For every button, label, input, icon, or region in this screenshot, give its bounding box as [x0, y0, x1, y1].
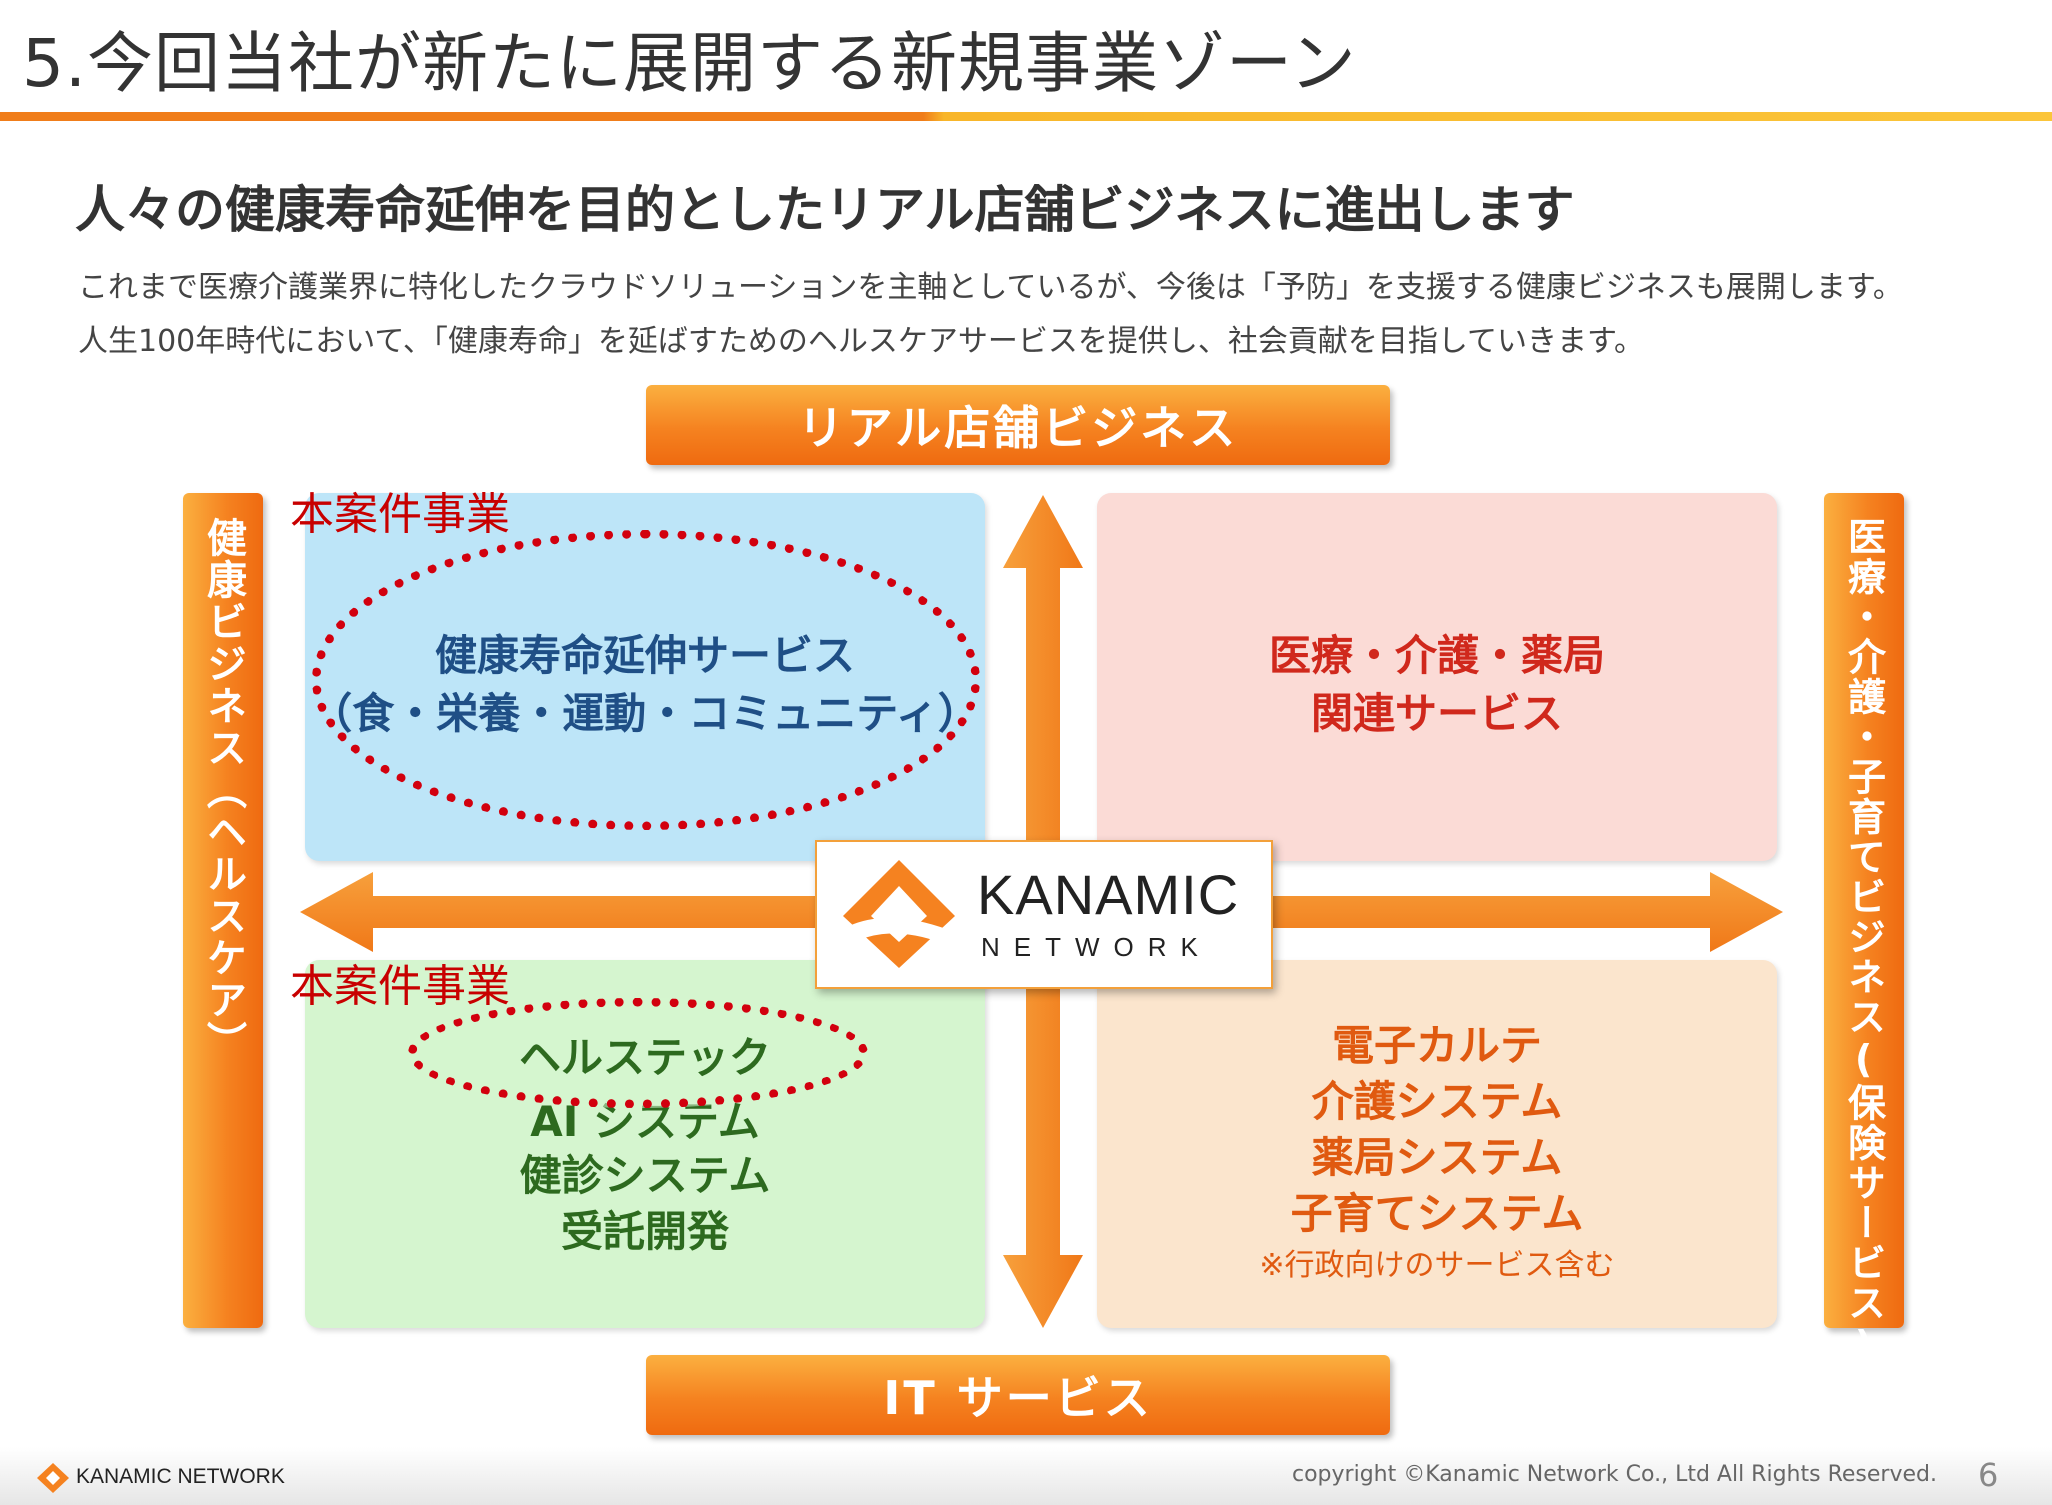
bl-item-1-overlay: ヘルステック: [518, 1033, 771, 1082]
description-line-1: これまで医療介護業界に特化したクラウドソリューションを主軸としているが、今後は「…: [78, 270, 1903, 305]
axis-right-label: 医療・介護・子育てビジネス(保険サービス): [1841, 517, 1886, 1369]
axis-bottom-it-service: IT サービス: [646, 1355, 1390, 1435]
title-underline: [0, 112, 2052, 121]
br-item-1: 電子カルテ: [1331, 1021, 1542, 1070]
tl-line-2: （食・栄養・運動・コミュニティ）: [310, 689, 980, 738]
br-item-4: 子育てシステム: [1290, 1189, 1584, 1238]
axis-left-label: 健康ビジネス（ヘルスケア）: [200, 517, 246, 1063]
center-logo: KANAMIC NETWORK: [815, 840, 1273, 989]
br-item-2: 介護システム: [1311, 1077, 1563, 1126]
project-label-top: 本案件事業: [290, 489, 510, 540]
quadrant-top-right: [1097, 493, 1777, 861]
axis-right-medical: 医療・介護・子育てビジネス(保険サービス): [1824, 493, 1904, 1369]
kanamic-logo-icon: [843, 860, 955, 968]
tl-line-1: 健康寿命延伸サービス: [434, 631, 855, 680]
bl-item-3: 健診システム: [519, 1151, 771, 1200]
br-note: ※行政向けのサービス含む: [1259, 1248, 1615, 1283]
tr-line-1: 医療・介護・薬局: [1268, 631, 1605, 680]
highlight-ellipse-bottom: [408, 998, 868, 1108]
logo-sub: NETWORK: [981, 932, 1212, 962]
description-line-2: 人生100年時代において、「健康寿命」を延ばすためのヘルスケアサービスを提供し、…: [78, 324, 1644, 359]
highlight-ellipse-top: [312, 530, 980, 830]
axis-left-healthcare: 健康ビジネス（ヘルスケア）: [183, 493, 263, 1328]
axis-top-real-store: リアル店舗ビジネス: [646, 385, 1390, 465]
br-item-3: 薬局システム: [1311, 1133, 1563, 1182]
footer: [0, 1447, 2052, 1505]
footer-copyright: copyright ©Kanamic Network Co., Ltd All …: [1292, 1462, 1937, 1487]
logo-name: KANAMIC: [977, 863, 1240, 926]
quadrant-bottom-right: [1097, 960, 1777, 1328]
slide-subtitle: 人々の健康寿命延伸を目的としたリアル店舗ビジネスに進出します: [75, 181, 1575, 239]
project-label-bottom: 本案件事業: [290, 961, 510, 1012]
page-number: 6: [1978, 1456, 1999, 1494]
footer-logo-text: KANAMIC NETWORK: [76, 1465, 285, 1488]
bl-item-4: 受託開発: [560, 1207, 729, 1256]
footer-logo-icon: [37, 1463, 69, 1493]
tr-line-2: 関連サービス: [1310, 689, 1563, 738]
page-title: 5.今回当社が新たに展開する新規事業ゾーン: [22, 25, 1357, 102]
